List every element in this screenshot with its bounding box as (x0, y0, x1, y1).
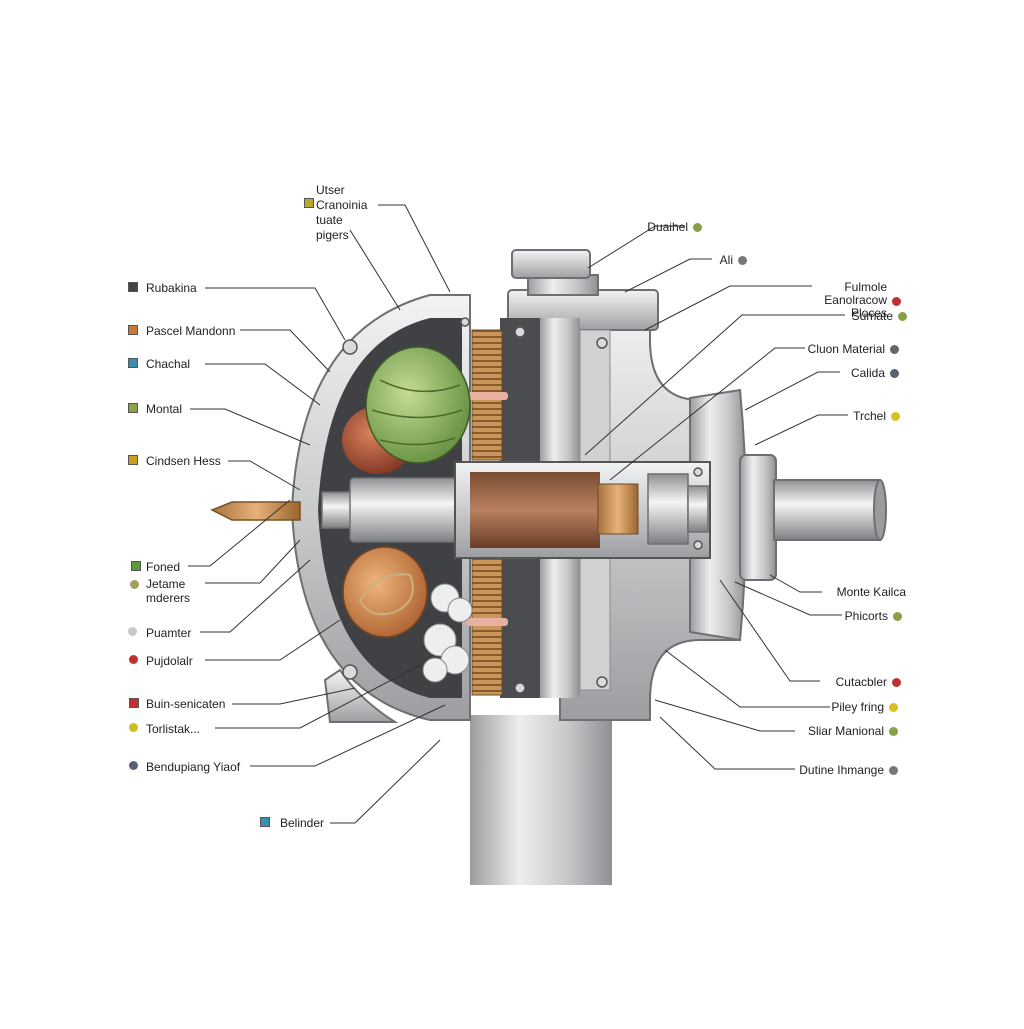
top-label-line: Cranoinia (316, 198, 368, 212)
right-collar (739, 454, 777, 581)
right-callout-label: Calida (850, 366, 885, 380)
grinding-core (470, 472, 600, 548)
right-callout-marker (898, 312, 907, 321)
right-callout-label: Sumate (851, 309, 893, 323)
housing-bolts (342, 317, 703, 694)
left-callout-marker (260, 817, 270, 827)
right-callout-label: Monte Kailca (836, 585, 906, 599)
inlet-nozzle (210, 501, 301, 521)
leader-lines (188, 204, 848, 824)
right-callout-marker (893, 612, 902, 621)
right-callout-marker (892, 297, 901, 306)
left-callout-label: Cindsen Hess (146, 454, 221, 468)
left-callout-label: Montal (146, 402, 183, 416)
main-spindle (349, 477, 461, 543)
left-callout-marker (131, 561, 141, 571)
left-callout-label: Jetame mderers (146, 577, 191, 605)
left-callout-label: Foned (146, 560, 181, 574)
left-callout-marker (128, 403, 138, 413)
right-callout-marker (693, 223, 702, 232)
right-callout-marker (892, 678, 901, 687)
left-callout-marker (128, 325, 138, 335)
left-callout-marker (129, 761, 138, 770)
right-callout-label: Piley fring (831, 700, 884, 714)
lettuce (365, 346, 471, 464)
left-callout-label: Buin-senicaten (146, 697, 226, 711)
right-callout-marker (890, 369, 899, 378)
right-callout-marker (889, 727, 898, 736)
right-callout-marker (889, 766, 898, 775)
cauliflower (422, 583, 473, 683)
right-callout-marker (738, 256, 747, 265)
right-callout-label: Cutacbler (835, 675, 887, 689)
left-callout-label: Torlistak... (146, 722, 201, 736)
right-callout-label: Ali (719, 253, 733, 267)
right-callout-label: Sliar Manional (807, 724, 884, 738)
right-callout-marker (889, 703, 898, 712)
right-callout-label: Phicorts (844, 609, 888, 623)
left-callout-label: Pujdolalr (146, 654, 193, 668)
left-callout-label: Rubakina (146, 281, 197, 295)
left-spindle (321, 491, 353, 529)
left-callout-marker (129, 655, 138, 664)
left-callout-marker (129, 698, 139, 708)
left-callout-marker (128, 282, 138, 292)
left-callout-marker (128, 358, 138, 368)
right-callout-label: Trchel (853, 409, 886, 423)
right-callout-label: Fulmole Eanolracow Ploces (824, 280, 887, 320)
top-label-line: tuate (316, 213, 343, 227)
left-callout-marker (129, 723, 138, 732)
left-callout-marker (128, 455, 138, 465)
top-label-line: pigers (316, 228, 349, 242)
left-callout-label: Chachal (146, 357, 191, 371)
left-callout-marker (130, 580, 139, 589)
left-callout-label: Puamter (146, 626, 192, 640)
output-shaft (773, 479, 881, 541)
left-callout-label: Pascel Mandonn (146, 324, 236, 338)
left-callout-label: Belinder (280, 816, 325, 830)
left-callout-label: Bendupiang Yiaof (146, 760, 241, 774)
left-callout-marker (128, 627, 137, 636)
potato (342, 546, 428, 638)
top-label-line: Utser (316, 183, 345, 197)
top-label: Utser Cranoinia tuate pigers (316, 183, 367, 243)
bottom-pipe (470, 715, 612, 885)
right-callout-label: Dutine Ihmange (799, 763, 884, 777)
right-callout-label: Cluon Material (807, 342, 885, 356)
right-callout-marker (891, 412, 900, 421)
right-callout-marker (890, 345, 899, 354)
right-callout-label: Duaihel (647, 220, 688, 234)
top-label-marker (304, 198, 314, 208)
top-cap (511, 249, 591, 279)
